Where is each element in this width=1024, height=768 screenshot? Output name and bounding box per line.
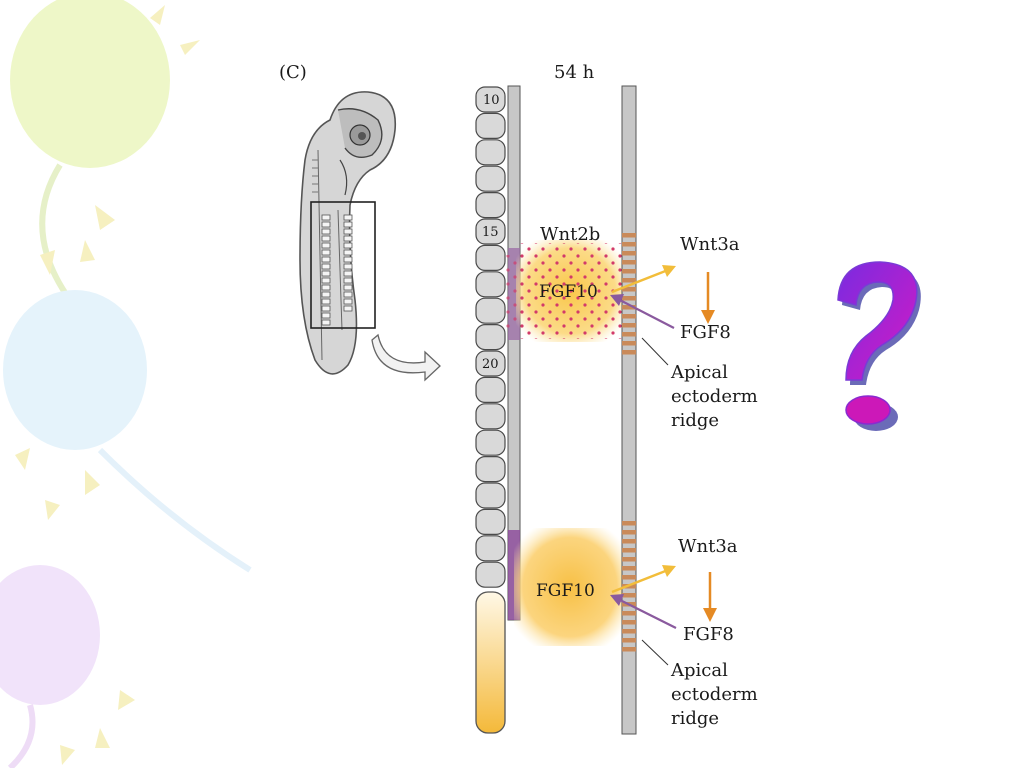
somite-block [475, 86, 506, 113]
somite-block [475, 376, 506, 403]
fgf10-label-lower: FGF10 [536, 581, 595, 601]
somite-block [475, 139, 506, 166]
somite-block [475, 244, 506, 271]
fgf8-label-upper: FGF8 [680, 322, 731, 343]
lateral-plate-mesoderm [475, 591, 506, 734]
somite-block [475, 165, 506, 192]
fgf10-glow-lower [514, 528, 626, 646]
ridge-label-lower-line3: ridge [671, 708, 720, 729]
somite-block [475, 324, 506, 351]
ridge-stripe [622, 539, 636, 544]
ridge-stripe [622, 548, 636, 553]
ridge-stripe [622, 296, 636, 301]
somite-block [475, 456, 506, 483]
zoom-arrow-icon [371, 333, 441, 382]
ridge-stripe [622, 566, 636, 571]
somite-number-15: 15 [482, 225, 499, 240]
ridge-stripe [622, 611, 636, 616]
fgf10-to-wnt3a-arrow-lower [611, 568, 669, 594]
ridge-stripe [622, 575, 636, 580]
balloon-blue-icon [3, 290, 252, 573]
wnt2b-dots [518, 243, 622, 339]
ridge-stripe [622, 332, 636, 337]
ridge-stripe [622, 593, 636, 598]
fgf8-to-fgf10-arrow-upper [615, 297, 675, 329]
ridge-stripe [622, 638, 636, 643]
somite-block [475, 350, 506, 377]
wnt3a-label-upper: Wnt3a [680, 234, 740, 255]
ridge-stripe [622, 323, 636, 328]
ridge-stripe [622, 620, 636, 625]
ridge-stripe [622, 269, 636, 274]
somite-block [475, 403, 506, 430]
wnt3a-label-lower: Wnt3a [678, 536, 738, 557]
somite-block [475, 112, 506, 140]
balloon-background [0, 0, 252, 768]
ridge-stripe [622, 557, 636, 562]
ridge-stripe [622, 233, 636, 238]
wnt2b-label: Wnt2b [540, 224, 601, 245]
somite-column [475, 86, 506, 588]
fgf10-label-upper: FGF10 [539, 282, 598, 302]
question-mark-icon [837, 261, 921, 431]
balloon-purple-icon [0, 565, 135, 768]
somite-block [475, 535, 506, 562]
ectoderm-bar [621, 85, 637, 735]
ridge-label-upper-line1: Apical [671, 362, 728, 383]
ridge-leader-lower [641, 639, 669, 666]
ridge-stripe [622, 629, 636, 634]
balloon-green-icon [10, 0, 200, 302]
fgf8-label-lower: FGF8 [683, 624, 734, 645]
lower-signaling-arrows [610, 565, 717, 666]
somite-block [475, 271, 506, 298]
somite-block [475, 508, 506, 535]
ridge-label-upper-line3: ridge [671, 410, 720, 431]
somite-block [475, 482, 506, 509]
ridge-stripe [622, 260, 636, 265]
time-label: 54 h [554, 62, 595, 83]
ridge-stripe [622, 341, 636, 346]
somite-number-10: 10 [483, 93, 500, 108]
ridge-stripe [622, 242, 636, 247]
upper-signaling-arrows [610, 265, 715, 366]
chick-embryo-illustration [299, 91, 441, 382]
ridge-stripe [622, 350, 636, 355]
apical-ectodermal-ridge-stripes [622, 233, 636, 652]
ridge-stripe [622, 251, 636, 256]
ridge-label-lower-line2: ectoderm [671, 684, 758, 705]
ridge-leader-upper [641, 337, 669, 366]
ridge-stripe [622, 530, 636, 535]
fgf10-to-wnt3a-arrow-upper [611, 268, 669, 294]
ridge-stripe [622, 314, 636, 319]
ridge-stripe [622, 278, 636, 283]
ridge-label-upper-line2: ectoderm [671, 386, 758, 407]
ridge-stripe [622, 287, 636, 292]
zoom-box [310, 201, 376, 329]
wnt2b-dots-edge [504, 255, 522, 330]
somite-block [475, 218, 506, 245]
ridge-label-lower-line1: Apical [671, 660, 728, 681]
ridge-stripe [622, 647, 636, 652]
ridge-stripe [622, 305, 636, 310]
somite-block [475, 297, 506, 324]
somite-number-20: 20 [482, 357, 499, 372]
panel-label: (C) [279, 62, 307, 83]
somite-block [475, 429, 506, 456]
somite-block [475, 561, 506, 588]
somite-block [475, 192, 506, 219]
fgf8-to-fgf10-arrow-lower [615, 597, 677, 629]
ridge-stripe [622, 521, 636, 526]
